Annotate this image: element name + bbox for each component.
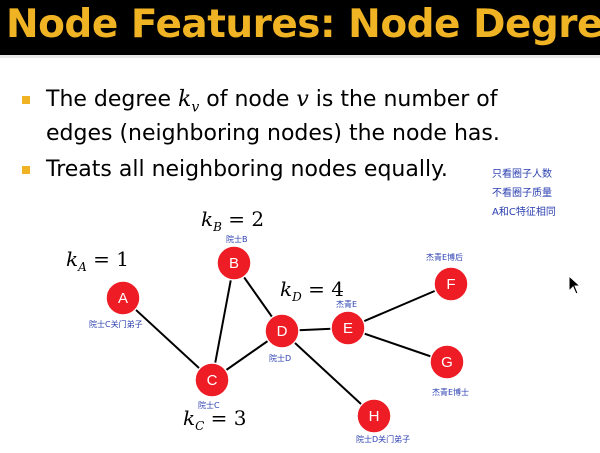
degree-sub: v	[191, 99, 200, 116]
node-E[interactable]	[330, 310, 366, 346]
node-H[interactable]	[356, 398, 392, 434]
degree-label-D: kD = 4	[280, 277, 344, 304]
degree-label-A: kA = 1	[66, 247, 129, 274]
slide-title: Node Features: Node Degree	[6, 2, 600, 47]
node-label-A: A	[118, 290, 128, 307]
note-F: 杰青E博后	[426, 252, 463, 262]
degree-label-C: kC = 3	[183, 406, 247, 433]
mouse-pointer-icon	[568, 275, 582, 295]
node-symbol: v	[296, 87, 309, 112]
bullet-1-text-b: of node	[199, 87, 297, 112]
note-D: 院士D	[269, 353, 291, 363]
note-H: 院士D关门弟子	[356, 434, 410, 444]
node-label-H: H	[369, 408, 380, 425]
bullet-marker-2	[22, 166, 30, 174]
degree-label-B: kB = 2	[201, 207, 264, 234]
note-E: 杰青E	[336, 299, 357, 309]
bullet-1-text-a: The degree	[46, 87, 178, 112]
node-B[interactable]	[216, 245, 252, 281]
bullet-1-line-1: The degree kv of node v is the number of	[46, 83, 498, 124]
node-label-G: G	[441, 354, 453, 371]
node-C[interactable]	[194, 362, 230, 398]
node-label-F: F	[446, 276, 455, 293]
edge-A-C	[122, 297, 213, 381]
node-label-C: C	[207, 372, 218, 389]
note-C: 院士C	[198, 400, 220, 410]
note-B: 院士B	[226, 234, 248, 244]
edge-D-H	[281, 330, 375, 417]
node-annotations: 院士C关门弟子 院士B 院士C 院士D 杰青E 杰青E博后 杰青E博士 院士D关…	[89, 234, 469, 444]
note-G: 杰青E博士	[432, 387, 469, 397]
edge-B-C	[211, 262, 235, 381]
note-A: 院士C关门弟子	[89, 319, 143, 329]
node-G[interactable]	[429, 344, 465, 380]
node-label-B: B	[229, 255, 239, 272]
edge-E-F	[347, 283, 452, 329]
graph-nodes	[105, 245, 469, 434]
node-labels: A B C D E F G H	[118, 255, 456, 425]
bullet-2-text: Treats all neighboring nodes equally.	[46, 157, 448, 182]
bullet-1-text-c: is the number of	[308, 87, 498, 112]
bullet-1-line-2: edges (neighboring nodes) the node has.	[46, 121, 500, 146]
degree-labels: kA = 1 kB = 2 kC = 3 kD = 4	[66, 207, 344, 433]
title-divider	[0, 55, 600, 58]
note-right-1: 只看圈子人数	[492, 169, 552, 180]
note-right-3: A和C特征相同	[492, 207, 556, 218]
degree-symbol: kv	[178, 87, 200, 116]
title-bar: Node Features: Node Degree	[0, 0, 600, 55]
node-F[interactable]	[433, 266, 469, 302]
bullet-marker-1	[22, 96, 30, 104]
degree-k: k	[178, 87, 192, 112]
note-right-2: 不看圈子质量	[492, 188, 552, 199]
node-label-D: D	[277, 323, 288, 340]
node-A[interactable]	[105, 280, 141, 316]
node-D[interactable]	[264, 313, 300, 349]
node-label-E: E	[343, 320, 353, 337]
